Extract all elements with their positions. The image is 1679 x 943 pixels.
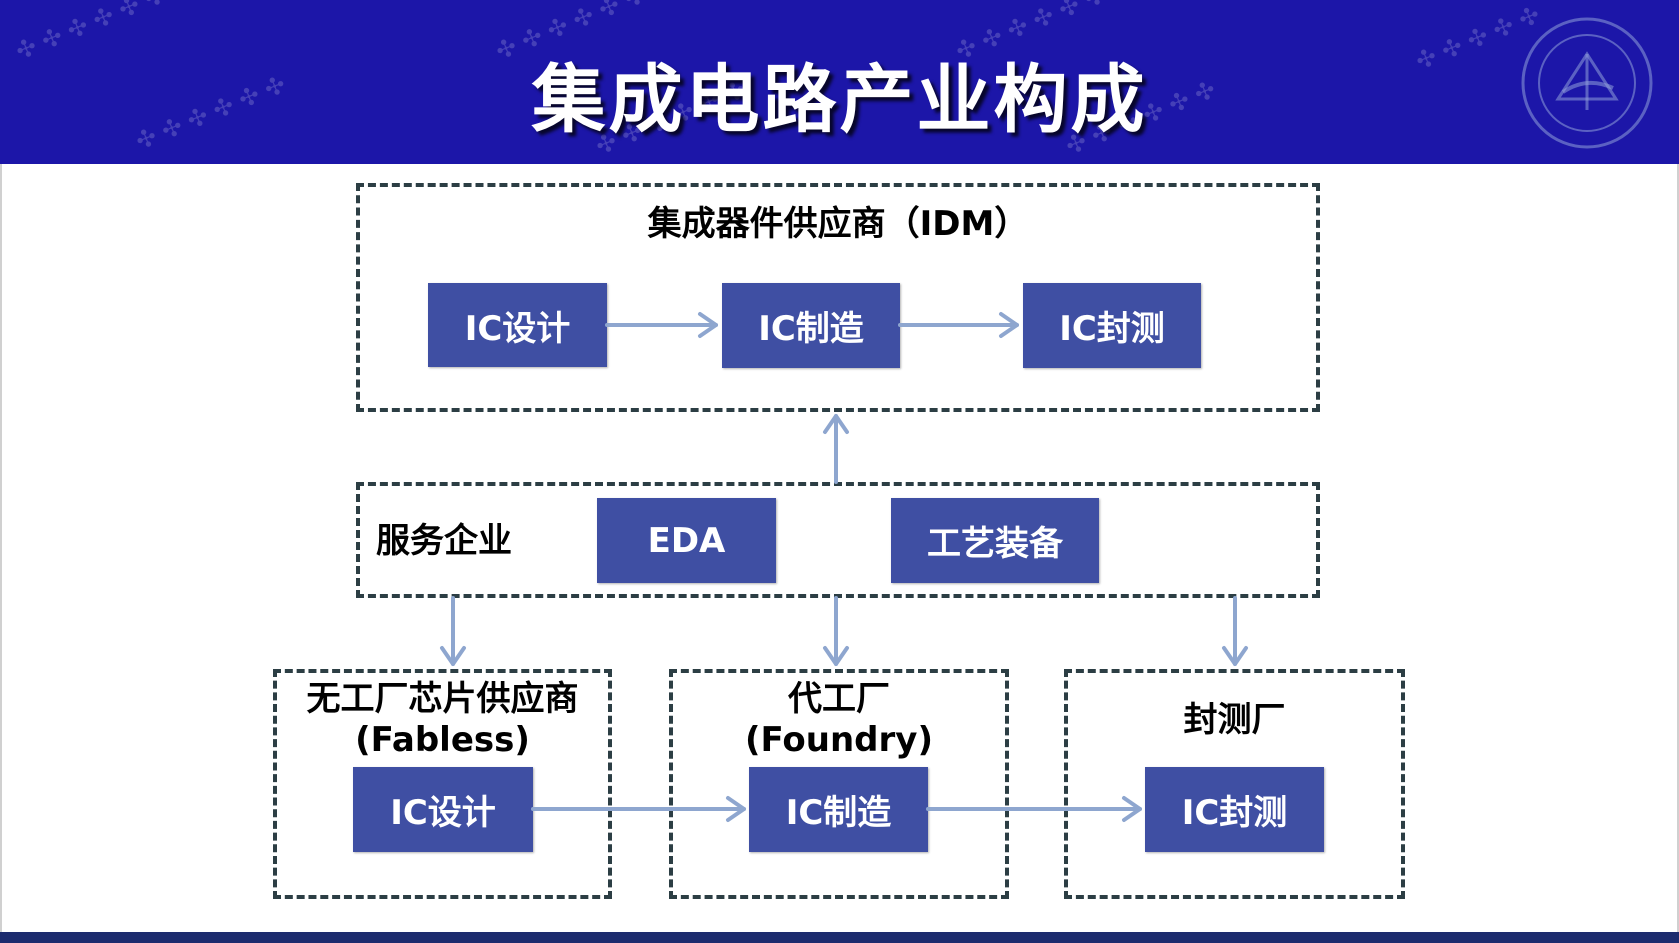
arrow-services-to-idm <box>823 414 849 484</box>
foundry-title-line2: (Foundry) <box>745 720 933 760</box>
fabless-ic-design-box: IC设计 <box>353 767 533 852</box>
foundry-ic-manufacturing-box: IC制造 <box>749 767 928 852</box>
arrow-services-to-foundry <box>823 596 849 666</box>
fabless-frame <box>273 669 612 899</box>
foundry-title-line1: 代工厂 <box>788 679 890 719</box>
slide-title: 集成电路产业构成 <box>531 57 1148 143</box>
slide-right-border <box>1677 164 1679 932</box>
arrow-services-to-fabless <box>440 596 466 666</box>
services-title: 服务企业 <box>376 521 512 561</box>
slide-header: ✣ ✣ ✣ ✣ ✣ ✣ ✣ ✣ ✣ ✣ ✣ ✣ ✣ ✣ ✣ ✣ ✣ ✣ ✣ ✣ … <box>0 0 1679 164</box>
process-equipment-box: 工艺装备 <box>891 498 1099 583</box>
idm-ic-packaging-box: IC封测 <box>1023 283 1201 368</box>
university-seal-icon <box>1521 17 1653 149</box>
idm-ic-manufacturing-box: IC制造 <box>722 283 900 368</box>
slide-left-border <box>0 164 2 932</box>
idm-title: 集成器件供应商（IDM） <box>647 204 1029 244</box>
foundry-frame <box>669 669 1009 899</box>
fabless-title-line2: (Fabless) <box>355 720 530 760</box>
packaging-ic-packaging-box: IC封测 <box>1145 767 1324 852</box>
packaging-title: 封测厂 <box>1183 700 1286 740</box>
fabless-title-line1: 无工厂芯片供应商 <box>306 679 579 719</box>
services-frame <box>356 482 1320 598</box>
watermark-text: ✣ ✣ ✣ ✣ ✣ ✣ ✣ ✣ ✣ ✣ ✣ ✣ ✣ ✣ ✣ ✣ ✣ ✣ ✣ ✣ … <box>12 0 1544 161</box>
arrow-services-to-packaging <box>1222 596 1248 666</box>
idm-frame <box>356 183 1320 412</box>
packaging-frame <box>1064 669 1405 899</box>
eda-box: EDA <box>597 498 776 583</box>
idm-ic-design-box: IC设计 <box>428 283 607 367</box>
slide-footer-bar <box>0 932 1679 943</box>
